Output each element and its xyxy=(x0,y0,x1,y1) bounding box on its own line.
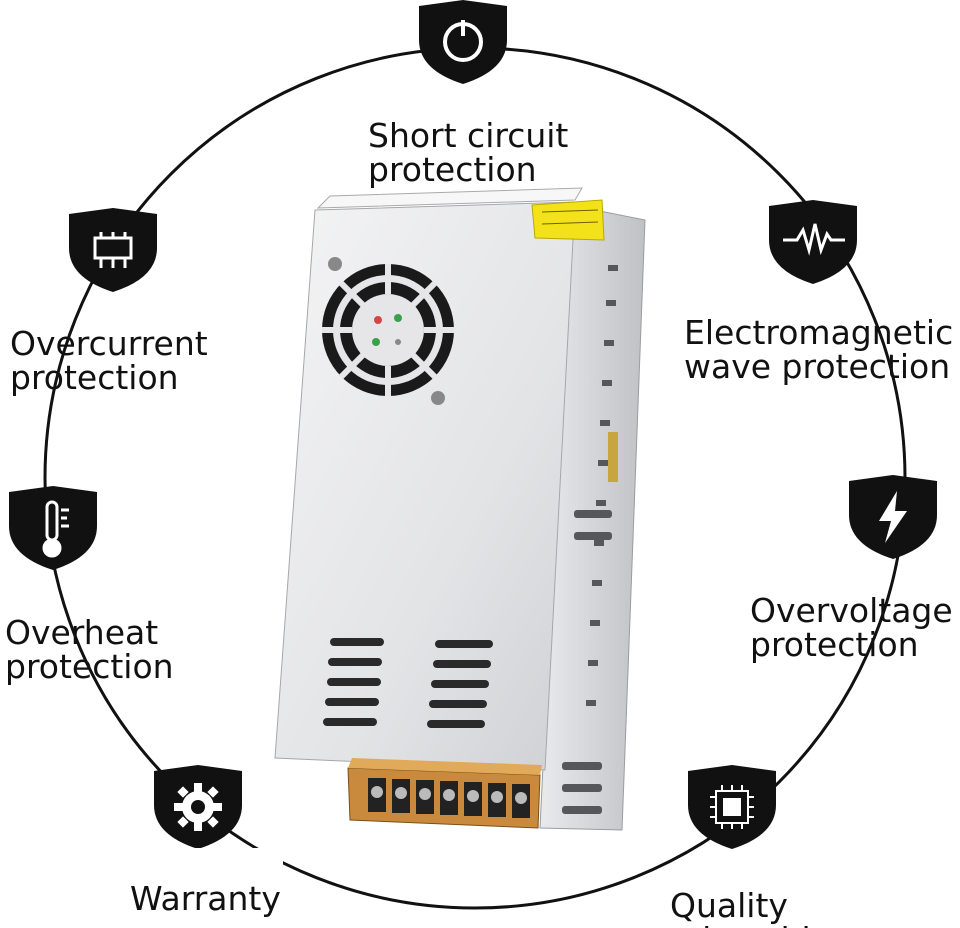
power-supply-image xyxy=(274,187,646,831)
shield-badge-short-circuit xyxy=(419,0,507,84)
warranty-label: Warranty xyxy=(128,848,283,916)
shield-badge-electromagnetic xyxy=(769,200,857,284)
quality-label: Qualitymicrochip xyxy=(670,886,832,928)
power-icon xyxy=(443,20,483,62)
lightning-icon xyxy=(879,491,907,543)
shield-badge-warranty xyxy=(154,765,242,849)
chip-icon xyxy=(710,785,754,829)
shield-badge-overvoltage xyxy=(849,475,937,559)
circuit-icon xyxy=(93,232,133,268)
waveform-icon xyxy=(783,223,845,256)
shield-badge-quality xyxy=(688,765,776,849)
thermometer-icon xyxy=(42,500,69,558)
fan xyxy=(322,264,454,396)
gear-icon xyxy=(174,783,222,831)
shield-badge-overheat xyxy=(9,486,97,570)
shield-badge-overcurrent xyxy=(69,208,157,292)
